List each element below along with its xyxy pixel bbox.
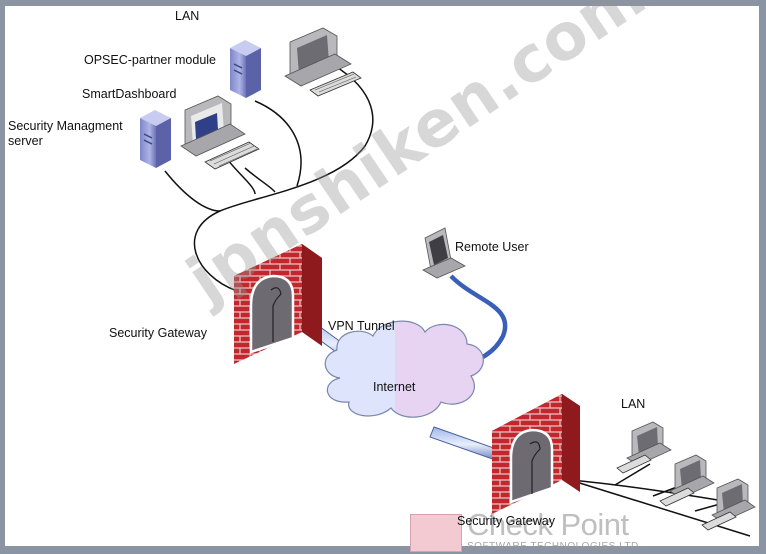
- opsec-server-icon: [230, 40, 261, 98]
- label-smartdashboard: SmartDashboard: [82, 87, 177, 101]
- label-lan-bottom: LAN: [621, 397, 646, 411]
- security-gateway-right-firewall: [492, 394, 580, 514]
- label-vpn-tunnel: VPN Tunnel: [328, 319, 395, 333]
- remote-user-laptop-icon: [422, 227, 466, 279]
- label-lan-top: LAN: [175, 9, 200, 23]
- smartdashboard-pc-icon: [180, 95, 260, 170]
- security-management-server-icon: [140, 110, 171, 168]
- security-gateway-left-firewall: [234, 244, 322, 364]
- check-point-logo-subtitle: SOFTWARE TECHNOLOGIES LTD.: [467, 541, 643, 552]
- check-point-logo-icon: [410, 514, 462, 552]
- diagram-frame: jpnshiken.com LAN OPSEC-partner module S…: [5, 0, 759, 552]
- lan-top-cables: [164, 65, 374, 292]
- lan-bottom-pc-3-icon: [701, 478, 756, 531]
- network-diagram: [140, 27, 756, 537]
- label-remote-user: Remote User: [455, 240, 529, 254]
- lan-bottom-pc-2-icon: [659, 454, 715, 507]
- check-point-logo-text: Check Point: [467, 507, 629, 542]
- label-security-management-server: Security Managment server: [8, 119, 123, 148]
- lan-workstation-icon: [284, 27, 362, 97]
- label-security-gateway-right: Security Gateway: [457, 514, 555, 528]
- label-internet: Internet: [373, 380, 416, 394]
- lan-bottom-pc-1-icon: [616, 421, 672, 474]
- label-opsec-partner-module: OPSEC-partner module: [84, 53, 217, 67]
- label-security-gateway-left: Security Gateway: [109, 326, 207, 340]
